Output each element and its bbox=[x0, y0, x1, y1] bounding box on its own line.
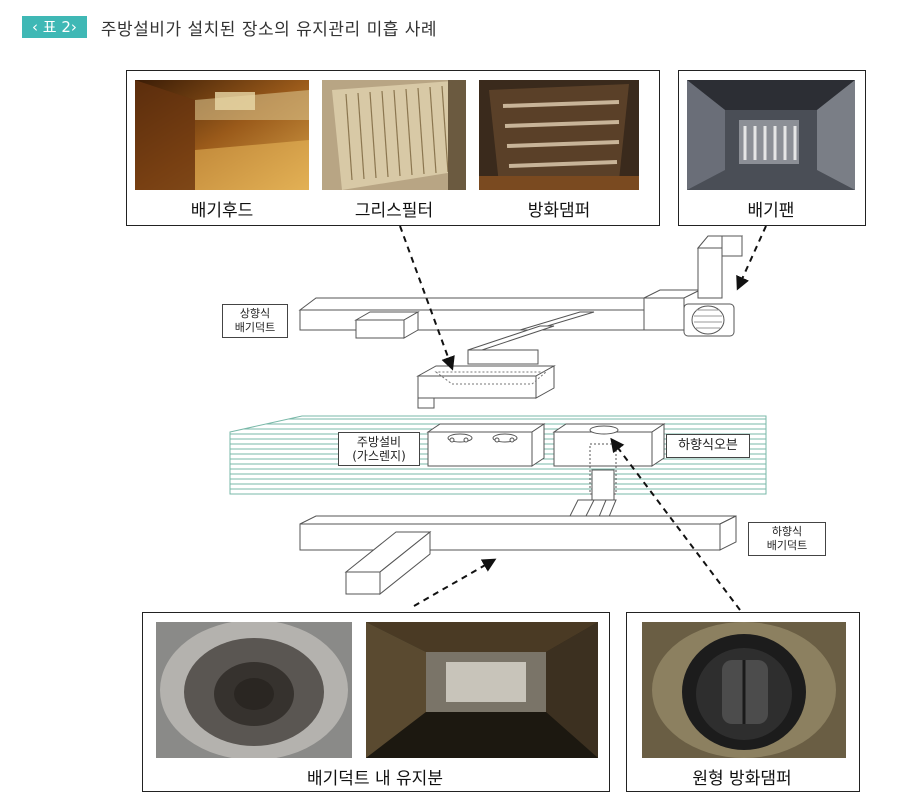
kitchen-equipment-label-line1: 주방설비 bbox=[343, 435, 415, 449]
upper-duct bbox=[300, 236, 742, 408]
grease-filter-photo bbox=[322, 80, 466, 190]
grease-filter-caption: 그리스필터 bbox=[322, 196, 466, 221]
downward-duct-label-line1: 하향식 bbox=[753, 525, 821, 539]
upward-duct-label-line1: 상향식 bbox=[227, 307, 283, 321]
hood-caption: 배기후드 bbox=[135, 196, 309, 221]
downward-oven-label: 하향식오븐 bbox=[666, 434, 750, 458]
square-duct-grease-photo bbox=[366, 622, 598, 758]
exhaust-fan-caption: 배기팬 bbox=[687, 196, 855, 221]
fire-damper-photo bbox=[479, 80, 639, 190]
round-damper-photo bbox=[642, 622, 846, 758]
exhaust-fan-photo bbox=[687, 80, 855, 190]
upward-duct-label: 상향식 배기덕트 bbox=[222, 304, 288, 338]
round-damper-caption: 원형 방화댐퍼 bbox=[626, 764, 858, 789]
gas-range-unit bbox=[428, 424, 544, 466]
upward-duct-label-line2: 배기덕트 bbox=[227, 321, 283, 335]
kitchen-equipment-label-line2: (가스렌지) bbox=[343, 449, 415, 463]
downward-duct-label-line2: 배기덕트 bbox=[753, 539, 821, 553]
fire-damper-caption: 방화댐퍼 bbox=[479, 196, 639, 221]
round-duct-grease-photo bbox=[156, 622, 352, 758]
downward-duct-label: 하향식 배기덕트 bbox=[748, 522, 826, 556]
kitchen-equipment-label: 주방설비 (가스렌지) bbox=[338, 432, 420, 466]
duct-grease-caption: 배기덕트 내 유지분 bbox=[142, 764, 608, 789]
hood-photo bbox=[135, 80, 309, 190]
